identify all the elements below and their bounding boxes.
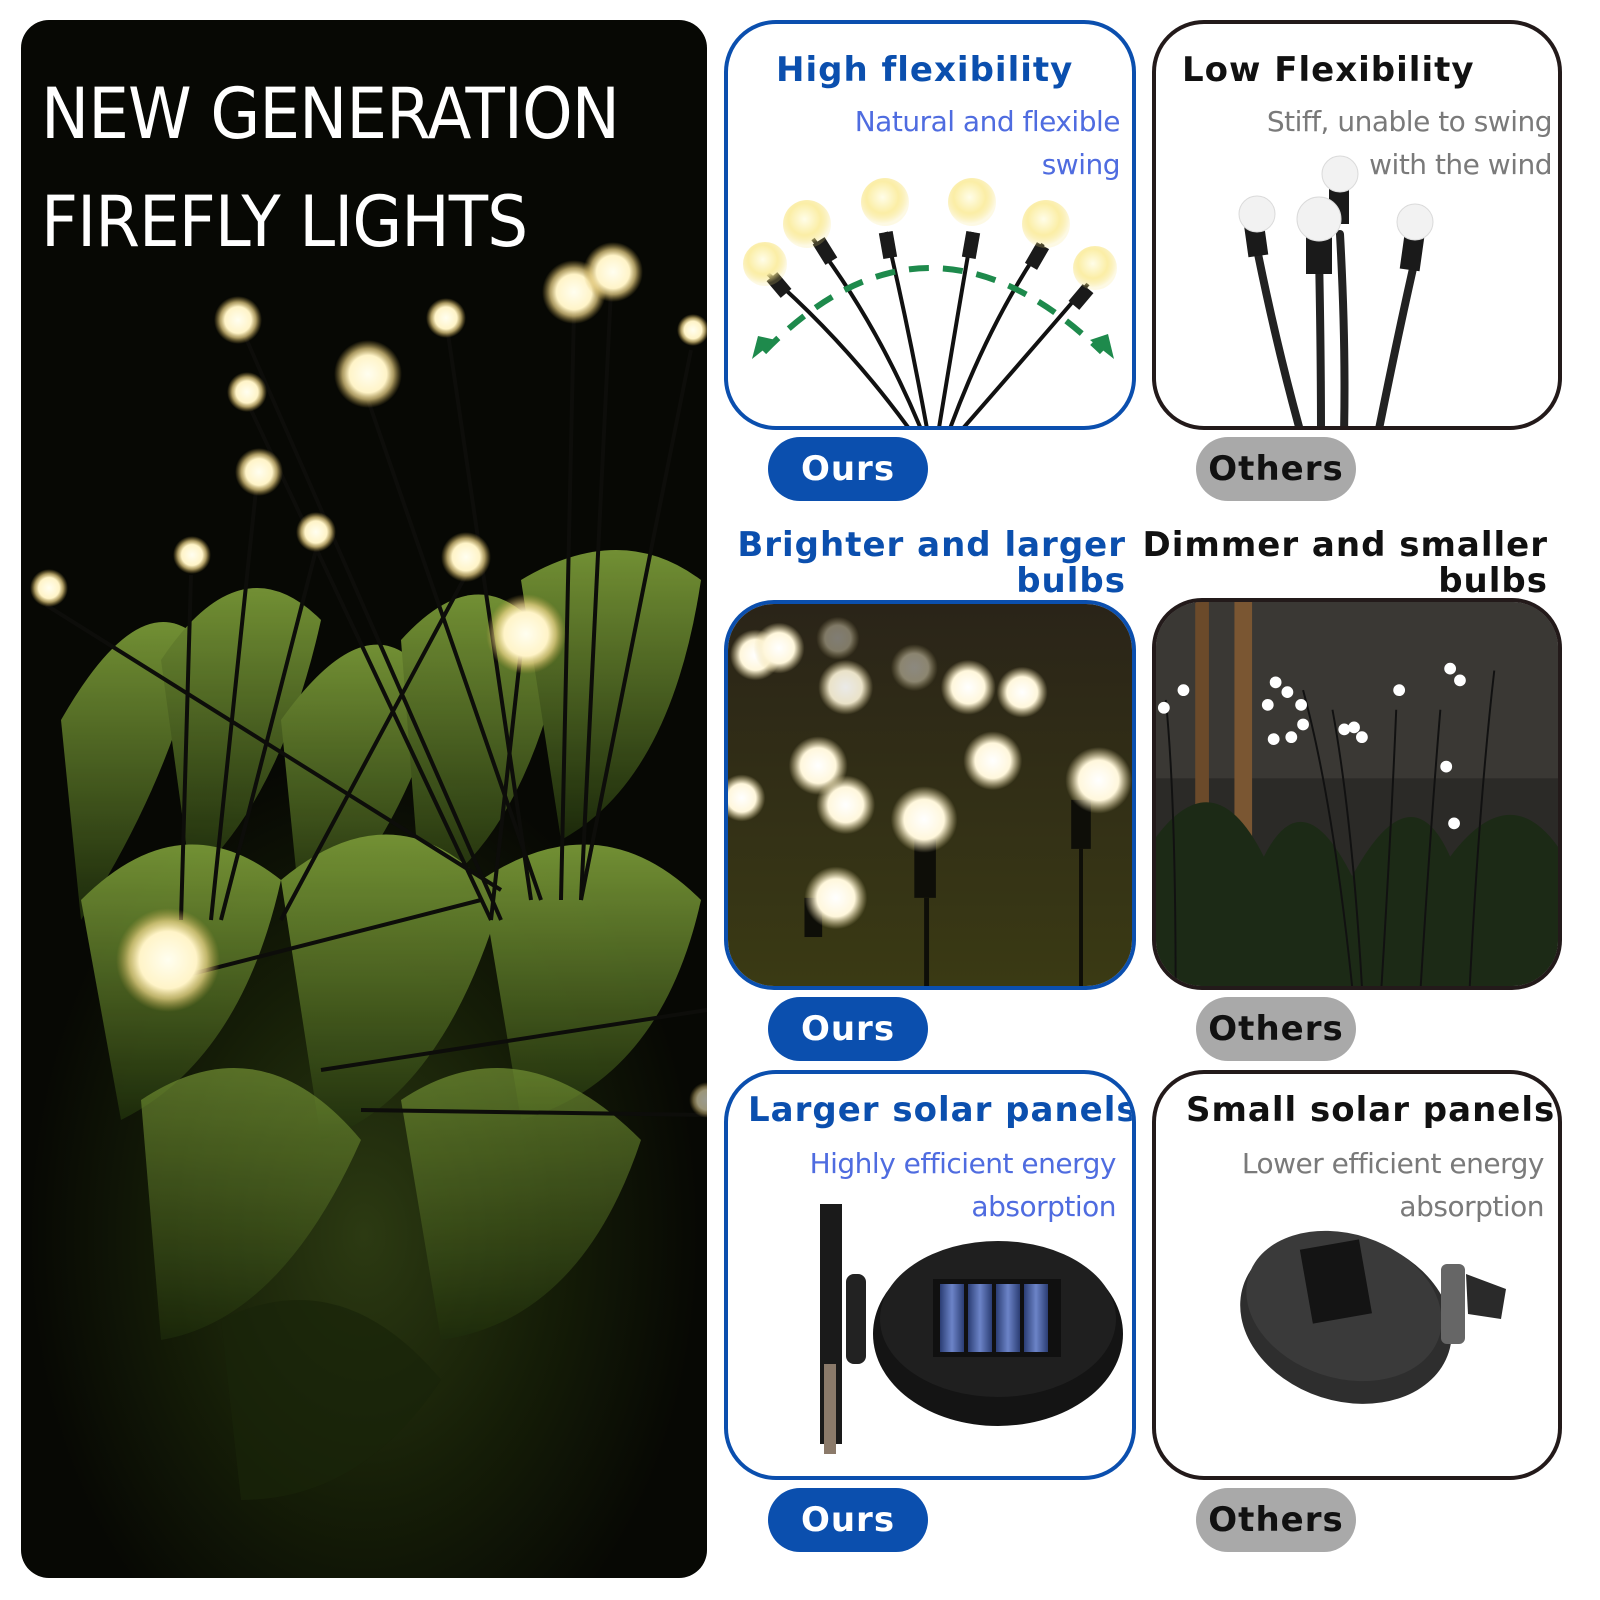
card-description: Lower efficient energy absorption xyxy=(1241,1142,1545,1228)
badge-ours: Ours xyxy=(768,997,928,1061)
photo-dim-bulbs xyxy=(1152,598,1562,990)
card-description-line1: Highly efficient energy xyxy=(809,1147,1117,1180)
hero-headline-line1: NEW GENERATION xyxy=(41,73,620,155)
heading-line2: bulbs xyxy=(1016,561,1126,601)
card-larger-solar-panels: Larger solar panels Highly efficient ene… xyxy=(724,1070,1136,1480)
card-title: High flexibility xyxy=(776,50,1074,90)
small-solar-panel-illustration xyxy=(1240,1230,1506,1404)
card-title: Low Flexibility xyxy=(1182,50,1475,90)
heading-line2: bulbs xyxy=(1438,561,1548,601)
card-low-flexibility: Low Flexibility Stiff, unable to swing w… xyxy=(1152,20,1562,430)
heading-line1: Dimmer and smaller xyxy=(1142,525,1548,565)
card-description-line2: absorption xyxy=(971,1190,1116,1223)
card-small-solar-panels: Small solar panels Lower efficient energ… xyxy=(1152,1070,1562,1480)
card-description-line2: with the wind xyxy=(1369,148,1552,181)
hero-photo-panel: NEW GENERATION FIREFLY LIGHTS xyxy=(21,20,707,1578)
hero-headline: NEW GENERATION FIREFLY LIGHTS xyxy=(41,60,648,276)
dim-bulbs-image xyxy=(1156,602,1558,986)
card-title: Larger solar panels xyxy=(748,1090,1136,1130)
card-description-line1: Lower efficient energy xyxy=(1241,1147,1545,1180)
badge-others: Others xyxy=(1196,437,1356,501)
card-high-flexibility: High flexibility Natural and flexible sw… xyxy=(724,20,1136,430)
card-description: Natural and flexible swing xyxy=(854,100,1121,186)
card-description: Stiff, unable to swing with the wind xyxy=(1266,100,1553,186)
card-description-line1: Natural and flexible xyxy=(854,105,1121,138)
heading-dimmer-bulbs: Dimmer and smaller bulbs xyxy=(1143,527,1548,599)
swinging-bulbs-illustration xyxy=(743,178,1117,426)
photo-bright-bulbs xyxy=(724,600,1136,990)
bright-bulbs-image xyxy=(728,604,1132,986)
badge-others: Others xyxy=(1196,997,1356,1061)
card-description-line2: absorption xyxy=(1399,1190,1544,1223)
badge-others: Others xyxy=(1196,1488,1356,1552)
card-title: Small solar panels xyxy=(1186,1090,1556,1130)
heading-brighter-bulbs: Brighter and larger bulbs xyxy=(737,527,1126,599)
large-solar-panel-illustration xyxy=(820,1204,1123,1454)
badge-ours: Ours xyxy=(768,437,928,501)
heading-line1: Brighter and larger xyxy=(737,525,1126,565)
card-description-line1: Stiff, unable to swing xyxy=(1266,105,1553,138)
stiff-bulbs-illustration xyxy=(1238,155,1434,426)
hero-headline-line2: FIREFLY LIGHTS xyxy=(41,181,528,263)
card-description-line2: swing xyxy=(1041,148,1121,181)
badge-ours: Ours xyxy=(768,1488,928,1552)
card-description: Highly efficient energy absorption xyxy=(809,1142,1117,1228)
firefly-lights-photo xyxy=(30,242,707,1500)
swing-arrow-icon xyxy=(761,265,1105,355)
